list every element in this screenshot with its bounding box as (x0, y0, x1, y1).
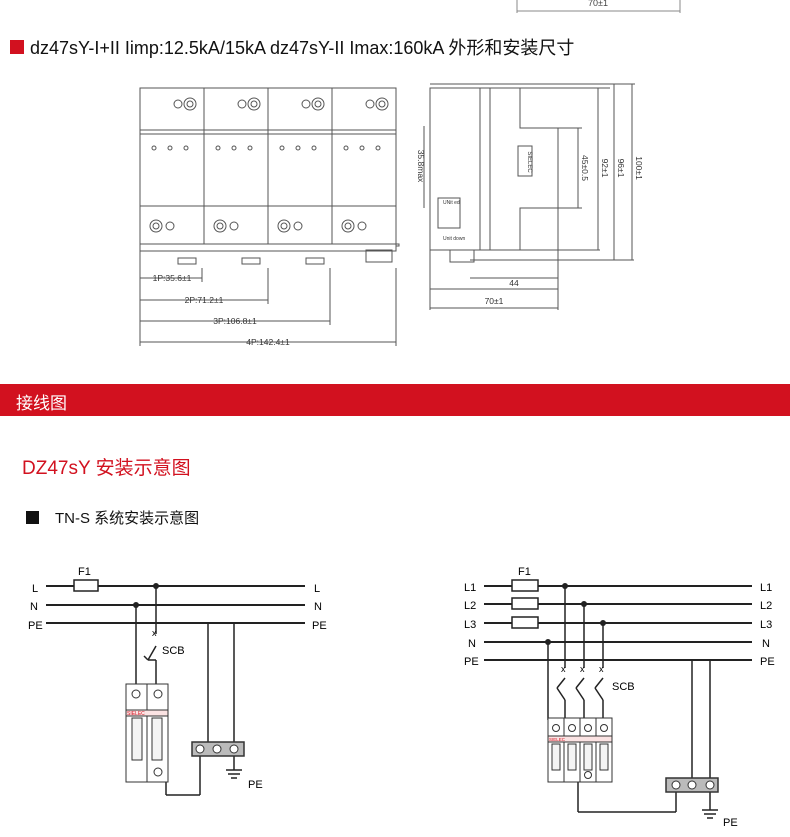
d2-line-l3-left: L3 (464, 619, 476, 631)
d1-scb-label: SCB (162, 645, 185, 657)
front-view-drawing: 1P:35.6±1 2P:71.2±1 3P:106.8±1 4P:142.4±… (139, 87, 400, 347)
d2-line-l3-right: L3 (760, 619, 772, 631)
dim-358: 35.8max (416, 150, 426, 183)
d2-line-n-right: N (762, 638, 770, 650)
d1-pe-label: PE (248, 779, 263, 791)
top-dim-label: 70±1 (588, 0, 608, 8)
d2-line-n-left: N (468, 638, 476, 650)
d1-line-l-left: L (32, 583, 38, 595)
wiring-banner: 接线图 (0, 384, 790, 416)
dim-92: 92±1 (600, 159, 610, 178)
top-cropped-dimension: 70±1 (516, 0, 681, 13)
tns-marker (26, 511, 39, 524)
section-title-text: dz47sY-I+II Iimp:12.5kA/15kA dz47sY-II I… (30, 38, 575, 58)
dim-100: 100±1 (634, 156, 644, 180)
d2-module-label: SIELEC (549, 737, 566, 742)
wiring-diagram-three-phase: F1 L1 L2 L3 N PE L1 L2 L3 N PE x x x SCB (464, 566, 775, 829)
label-sielec-side: SIELEC (526, 151, 532, 173)
d2-line-l2-right: L2 (760, 600, 772, 612)
d1-line-n-right: N (314, 601, 322, 613)
d2-scb-x2: x (580, 664, 585, 674)
dim-4p: 4P:142.4±1 (246, 337, 290, 347)
tns-title-text: TN-S 系统安装示意图 (55, 510, 200, 527)
label-unit-down: Unit down (443, 236, 465, 242)
d2-fuse-label: F1 (518, 566, 531, 578)
d1-line-n-left: N (30, 601, 38, 613)
dim-44: 44 (509, 278, 519, 288)
d2-line-pe-left: PE (464, 656, 479, 668)
d1-module-label: SIELEC (127, 711, 145, 717)
dim-70: 70±1 (485, 296, 504, 306)
d2-line-pe-right: PE (760, 656, 775, 668)
d2-scb-x3: x (599, 664, 604, 674)
d1-line-l-right: L (314, 583, 320, 595)
section-title: dz47sY-I+II Iimp:12.5kA/15kA dz47sY-II I… (10, 36, 574, 58)
dim-96: 96±1 (616, 159, 626, 178)
d1-scb-x: x (152, 628, 157, 638)
d1-line-pe-right: PE (312, 620, 327, 632)
d2-scb-label: SCB (612, 681, 635, 693)
d2-line-l1-right: L1 (760, 582, 772, 594)
dim-3p: 3P:106.8±1 (213, 316, 257, 326)
side-view-drawing: 35.8max 45±0.5 92±1 96±1 100±1 SIELEC UN… (416, 83, 644, 310)
title-marker (10, 40, 24, 54)
d2-pe-label: PE (723, 817, 738, 829)
d2-scb-x1: x (561, 664, 566, 674)
label-unit-up: UNit ed (443, 200, 460, 206)
banner-title: 接线图 (16, 394, 67, 413)
dim-2p: 2P:71.2±1 (185, 295, 224, 305)
d2-line-l2-left: L2 (464, 600, 476, 612)
d1-fuse-label: F1 (78, 566, 91, 578)
dim-45: 45±0.5 (580, 155, 590, 181)
tns-title: TN-S 系统安装示意图 (26, 507, 199, 528)
d1-line-pe-left: PE (28, 620, 43, 632)
subheading: DZ47sY 安装示意图 (22, 458, 191, 479)
d2-line-l1-left: L1 (464, 582, 476, 594)
dim-1p: 1P:35.6±1 (153, 273, 192, 283)
wiring-diagram-single-phase: F1 L N PE L N PE x SCB SIELEC (28, 566, 327, 796)
